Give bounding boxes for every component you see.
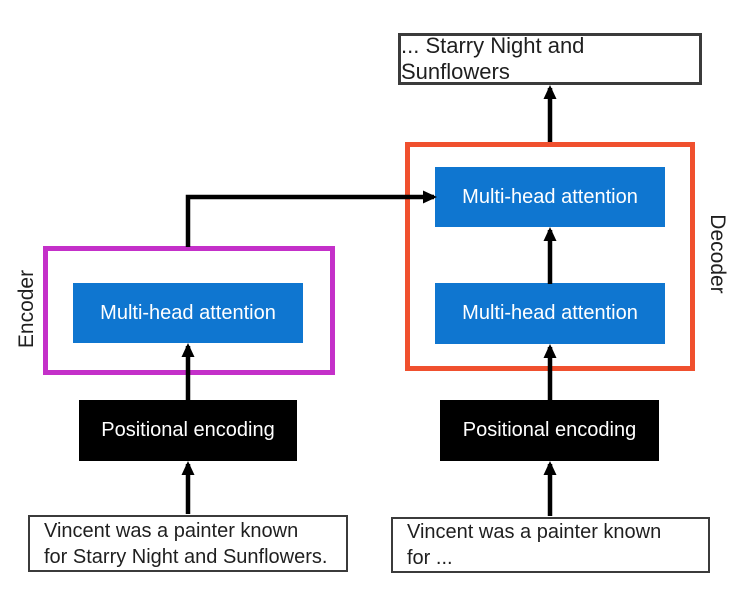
input-text-box-left: Vincent was a painter known for Starry N… bbox=[28, 515, 348, 572]
encoder-multi-head-attention-block: Multi-head attention bbox=[73, 283, 303, 343]
input-text-box-right: Vincent was a painter known for ... bbox=[391, 517, 710, 573]
decoder-multi-head-attention-block-top: Multi-head attention bbox=[435, 167, 665, 227]
input-right-line1: Vincent was a painter known bbox=[407, 521, 662, 543]
input-right-line2: for ... bbox=[407, 547, 453, 569]
decoder-label: Decoder bbox=[706, 214, 729, 294]
input-left-line1: Vincent was a painter known bbox=[44, 519, 299, 542]
input-left-line2: for Starry Night and Sunflowers. bbox=[44, 545, 328, 568]
decoder-multi-head-attention-block-bottom: Multi-head attention bbox=[435, 283, 665, 344]
positional-encoding-block-left: Positional encoding bbox=[79, 400, 297, 461]
arrow-encoder-to-decoder-attention bbox=[185, 190, 437, 247]
encoder-label: Encoder bbox=[15, 269, 38, 349]
positional-encoding-block-right: Positional encoding bbox=[440, 400, 659, 461]
output-text-box: ... Starry Night and Sunflowers bbox=[398, 33, 702, 85]
